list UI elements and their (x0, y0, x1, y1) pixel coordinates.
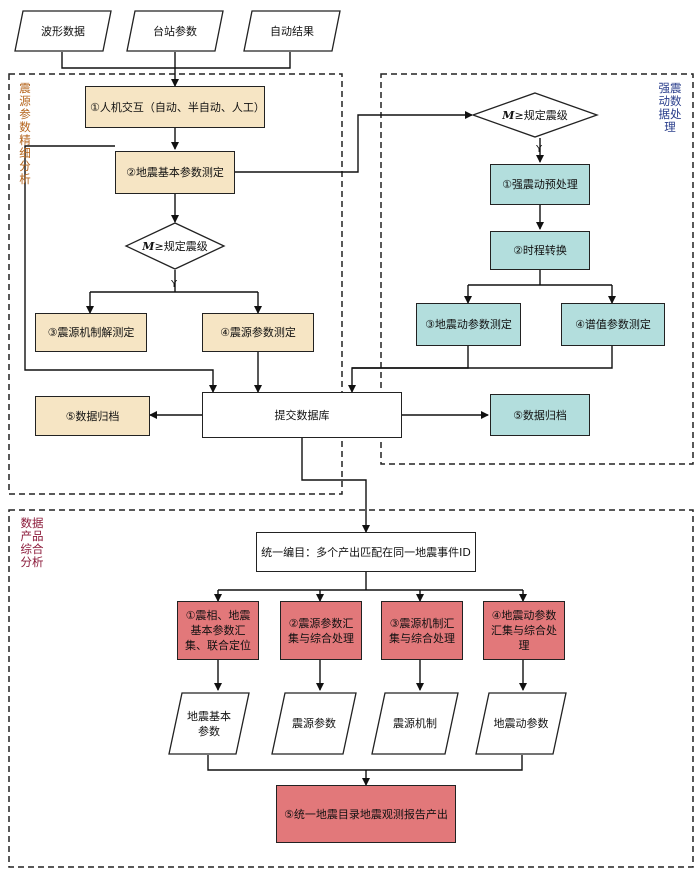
output-source-params: 震源参数 (271, 692, 357, 755)
product-step2-box: ②震源参数汇集与综合处理 (280, 601, 362, 660)
source-step3-label: ③震源机制解测定 (47, 326, 135, 339)
strong-step2-box: ②时程转换 (490, 231, 590, 270)
parallelogram-shape (271, 692, 357, 755)
diamond-shape (471, 92, 599, 138)
strong-region-label: 强震动数据处理 (658, 81, 682, 134)
product-step1-box: ①震相、地震基本参数汇集、联合定位 (177, 601, 259, 660)
input-station: 台站参数 (126, 10, 224, 52)
source-archive-label: ⑤数据归档 (65, 409, 120, 423)
product-final-box: ⑤统一地震目录地震观测报告产出 (276, 785, 456, 843)
product-step4-box: ④地震动参数汇集与综合处理 (483, 601, 565, 660)
source-step1-box: ①人机交互（自动、半自动、人工） (85, 86, 265, 128)
parallelogram-shape (371, 692, 459, 755)
source-step2-label: ②地震基本参数测定 (126, 166, 224, 179)
output-ground-motion: 地震动参数 (475, 692, 567, 755)
source-region-border (8, 73, 343, 495)
source-archive-box: ⑤数据归档 (35, 396, 150, 436)
input-station-label: 台站参数 (153, 24, 197, 38)
strong-decision: M≥规定震级 (471, 92, 599, 138)
input-waveform-label: 波形数据 (41, 24, 85, 38)
source-step3-box: ③震源机制解测定 (35, 313, 147, 352)
strong-step3-label: ③地震动参数测定 (425, 318, 512, 331)
strong-step4-box: ④谱值参数测定 (561, 303, 665, 346)
source-region-label: 震源参数精细分析 (19, 81, 31, 186)
parallelogram-shape (475, 692, 567, 755)
product-region-border (8, 509, 694, 868)
output-source-params-label: 震源参数 (292, 717, 336, 730)
product-step3-box: ③震源机制汇集与综合处理 (381, 601, 463, 660)
product-step3-label: ③震源机制汇集与综合处理 (389, 616, 455, 645)
parallelogram-shape (243, 10, 341, 52)
strong-step1-label: ①强震动预处理 (502, 178, 578, 191)
source-yes-label: Y (171, 279, 178, 290)
strong-step3-box: ③地震动参数测定 (416, 303, 521, 346)
strong-decision-m: M (502, 109, 515, 122)
strong-archive-box: ⑤数据归档 (490, 394, 590, 436)
parallelogram-shape (14, 10, 112, 52)
output-basic-params-label: 地震基本参数 (187, 709, 231, 738)
parallelogram-shape (168, 692, 250, 755)
product-step1-label: ①震相、地震基本参数汇集、联合定位 (185, 609, 251, 652)
output-mechanism-label: 震源机制 (393, 717, 437, 730)
source-decision: M≥规定震级 (124, 222, 226, 270)
parallelogram-shape (126, 10, 224, 52)
strong-step2-label: ②时程转换 (513, 244, 567, 257)
strong-archive-label: ⑤数据归档 (513, 408, 567, 422)
strong-decision-rest: ≥规定震级 (514, 109, 568, 122)
submit-database-label: 提交数据库 (274, 408, 330, 422)
product-unify-label: 统一编目：多个产出匹配在同一地震事件ID (261, 545, 471, 559)
source-step4-box: ④震源参数测定 (202, 313, 314, 352)
product-region-label: 数据产品综合分析 (20, 516, 44, 569)
input-auto-result-label: 自动结果 (270, 24, 314, 38)
output-mechanism: 震源机制 (371, 692, 459, 755)
strong-step4-label: ④谱值参数测定 (575, 318, 651, 331)
diamond-shape (124, 222, 226, 270)
submit-database-box: 提交数据库 (202, 392, 402, 438)
product-unify-box: 统一编目：多个产出匹配在同一地震事件ID (256, 532, 476, 572)
source-step4-label: ④震源参数测定 (220, 326, 296, 339)
strong-region-border (380, 73, 694, 465)
source-decision-m: M (142, 240, 155, 253)
strong-yes-label: Y (536, 144, 543, 155)
input-waveform: 波形数据 (14, 10, 112, 52)
source-step1-label: ①人机交互（自动、半自动、人工） (90, 100, 265, 114)
strong-step1-box: ①强震动预处理 (490, 164, 590, 205)
product-final-label: ⑤统一地震目录地震观测报告产出 (284, 807, 448, 821)
product-step2-label: ②震源参数汇集与综合处理 (288, 616, 354, 645)
product-step4-label: ④地震动参数汇集与综合处理 (491, 609, 557, 652)
output-basic-params: 地震基本参数 (168, 692, 250, 755)
source-decision-rest: ≥规定震级 (154, 240, 208, 253)
output-ground-motion-label: 地震动参数 (493, 717, 549, 730)
source-step2-box: ②地震基本参数测定 (115, 151, 235, 194)
input-auto-result: 自动结果 (243, 10, 341, 52)
